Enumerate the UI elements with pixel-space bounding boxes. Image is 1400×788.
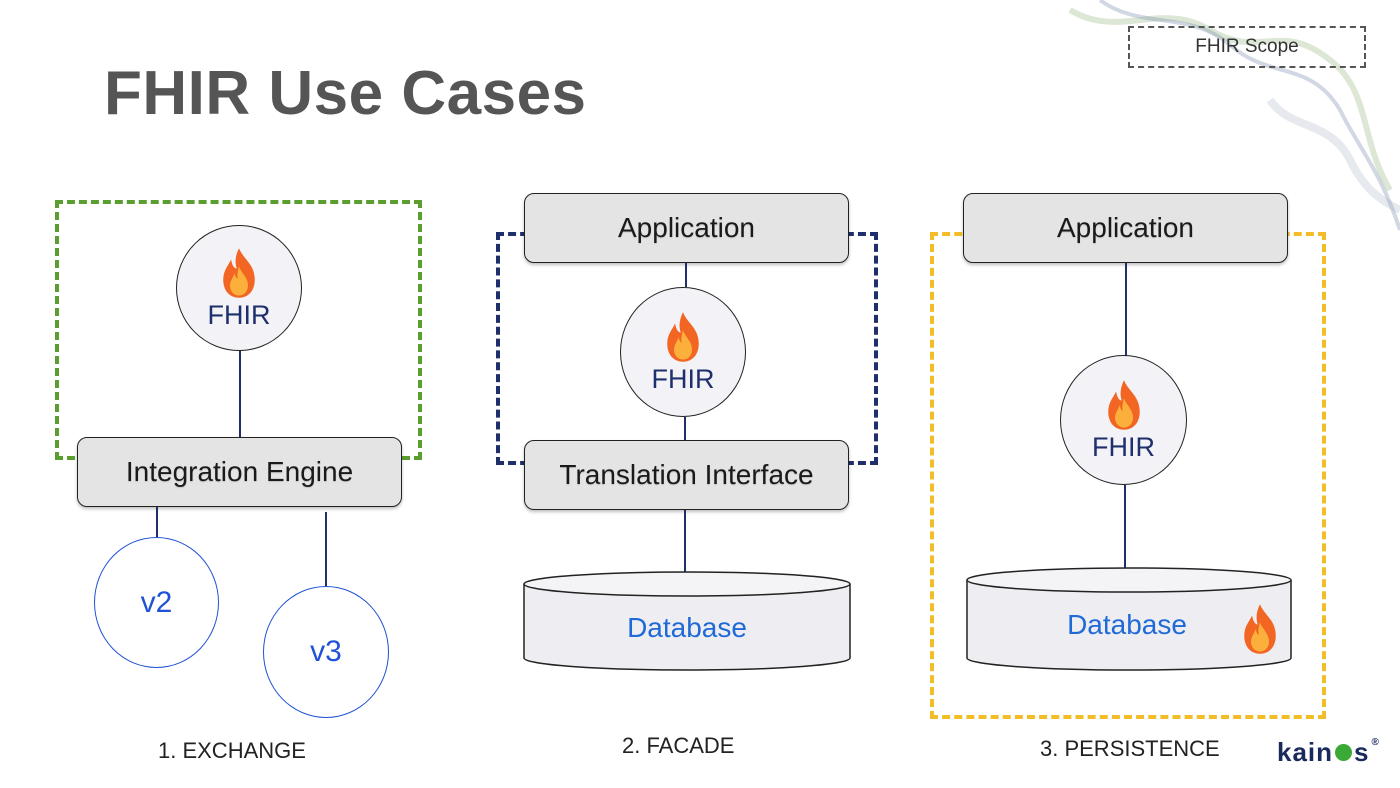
- facade-application-box: Application: [524, 193, 849, 263]
- persistence-fhir-label: FHIR: [1092, 431, 1155, 462]
- exchange-fhir-label: FHIR: [207, 299, 271, 330]
- exchange-caption: 1. EXCHANGE: [158, 738, 306, 763]
- facade-caption: 2. FACADE: [622, 733, 735, 758]
- facade-top-connector: [685, 263, 687, 287]
- persistence-database-label: Database: [1067, 609, 1187, 640]
- exchange-fhir-node: FHIR: [176, 225, 302, 351]
- facade-fhir-node: FHIR: [620, 287, 746, 417]
- flame-icon: [667, 311, 699, 362]
- registered-mark: ®: [1371, 737, 1380, 748]
- smoke-decoration: [1068, 0, 1400, 231]
- persistence-database-cylinder: [966, 567, 1292, 671]
- facade-db-connector: [684, 510, 686, 574]
- facade-mid-connector: [684, 417, 686, 441]
- persistence-fhir-node: FHIR: [1060, 355, 1187, 485]
- translation-interface-box: Translation Interface: [524, 440, 849, 510]
- facade-database-label: Database: [627, 612, 747, 643]
- exchange-connector: [239, 350, 241, 440]
- persistence-application-box: Application: [963, 193, 1288, 263]
- flame-icon: [1107, 379, 1140, 430]
- integration-engine-box: Integration Engine: [77, 437, 402, 507]
- persistence-top-connector: [1125, 263, 1127, 363]
- flame-icon: [1244, 604, 1276, 654]
- persistence-caption: 3. PERSISTENCE: [1040, 736, 1220, 761]
- v2-connector: [156, 507, 158, 539]
- kainos-logo-text-end: s: [1354, 737, 1370, 767]
- page-title: FHIR Use Cases: [104, 59, 587, 128]
- fhir-scope-legend: FHIR Scope: [1128, 26, 1366, 68]
- kainos-logo-text-start: kain: [1277, 737, 1334, 767]
- v3-node: v3: [263, 586, 389, 718]
- v3-connector: [325, 512, 327, 586]
- facade-database-cylinder: [523, 571, 851, 671]
- kainos-logo-dot: [1335, 744, 1353, 761]
- facade-fhir-label: FHIR: [651, 363, 715, 394]
- v2-node: v2: [94, 537, 219, 668]
- persistence-db-connector: [1124, 485, 1126, 569]
- flame-icon: [223, 247, 255, 298]
